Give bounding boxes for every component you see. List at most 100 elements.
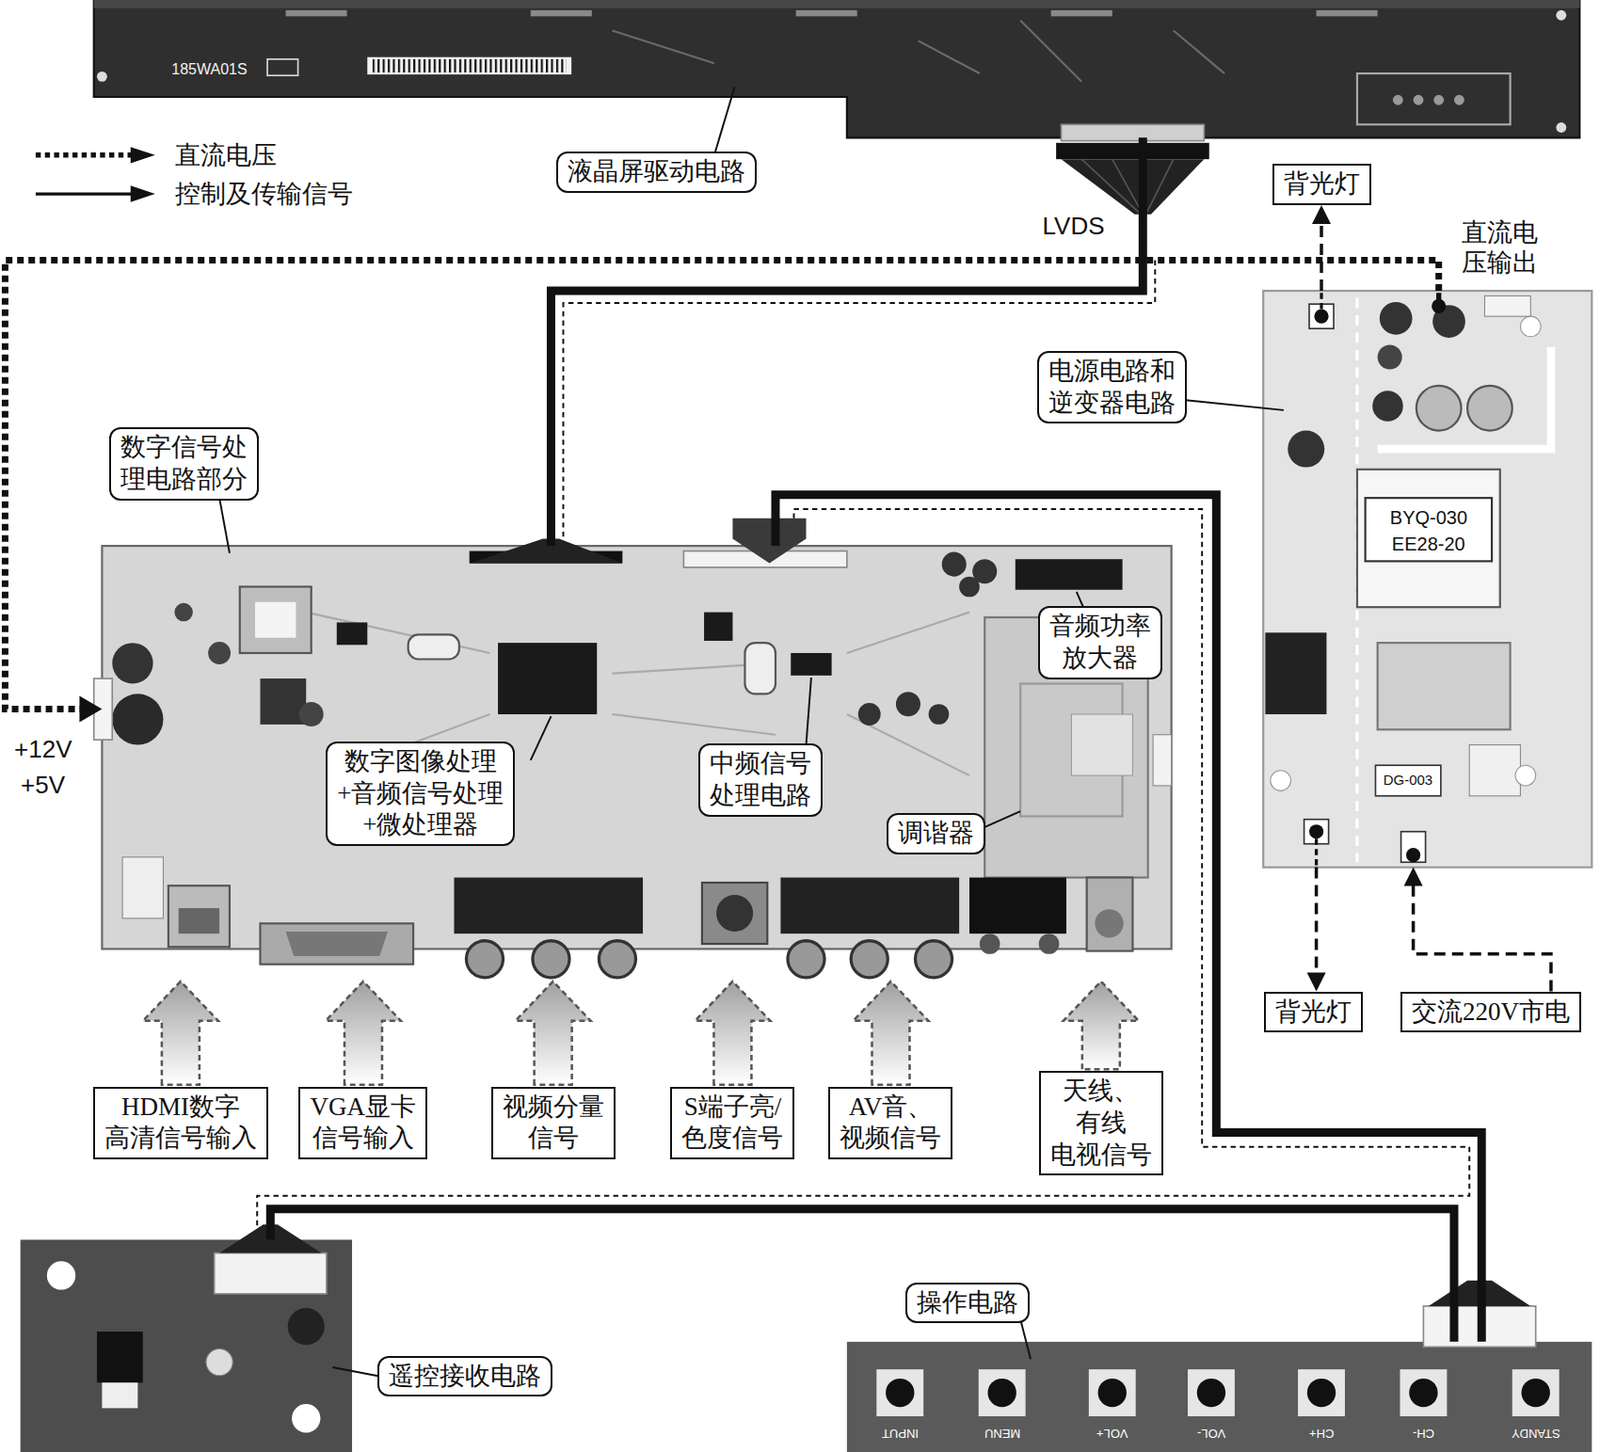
lcd-board-photo (1056, 143, 1210, 160)
callout-text: 电源电路和 逆变器电路 (1048, 355, 1176, 420)
lcd-board-photo (1433, 95, 1444, 106)
power-board-photo (1319, 292, 1323, 309)
button-label: INPUT (881, 1425, 919, 1441)
connector-line (1319, 222, 1324, 291)
lcd-driver-board: 液晶屏驱动电路 (94, 0, 1581, 138)
callout-box: 操作电路 (905, 1282, 1030, 1325)
edge-label: LVDS (1040, 211, 1107, 241)
leader-line (1184, 400, 1284, 411)
power-board-photo (1287, 431, 1325, 468)
leader-line (530, 716, 552, 761)
main-board-photo (979, 933, 1001, 955)
main-board-photo (1039, 933, 1060, 955)
keypad-board-photo (1512, 1369, 1560, 1417)
remote-board-photo (288, 1308, 325, 1345)
keypad-board-photo (876, 1369, 924, 1417)
button-label: CH- (1412, 1425, 1435, 1441)
box-text: AV音、 视频信号 (839, 1091, 942, 1156)
leader-line (714, 86, 736, 156)
connector (550, 137, 1143, 546)
leader-line (1020, 1319, 1031, 1360)
keypad-board-photo (1521, 1378, 1551, 1408)
main-board-photo (299, 702, 324, 727)
lcd-board-photo (1061, 124, 1205, 141)
keypad-board-photo (847, 1342, 1592, 1452)
arrowhead (1312, 205, 1331, 224)
callout-box: 中频信号 处理电路 (698, 743, 823, 817)
power-board-photo (1313, 309, 1328, 324)
power-board-photo (1377, 345, 1403, 370)
input-box: HDMI数字 高清信号输入 (93, 1087, 269, 1161)
callout-text: 液晶屏驱动电路 (567, 156, 746, 189)
button-label: VOL+ (1096, 1425, 1129, 1441)
lcd-board-photo (1413, 95, 1424, 106)
power-board-photo (1365, 497, 1492, 561)
main-board-photo (469, 539, 624, 564)
connector-line (775, 495, 1482, 1343)
main-board: 数字信号处 理电路部分音频功率 放大器数字图像处理 +音频信号处理+微处理器中频… (101, 545, 1171, 980)
callout-box: 音频功率 放大器 (1038, 606, 1163, 680)
box-text: HDMI数字 高清信号输入 (104, 1091, 257, 1156)
remote-board-photo (20, 1224, 352, 1452)
power-board-photo (1270, 770, 1292, 792)
power-board-photo (1520, 316, 1541, 337)
output-note: 直流电 压输出 (1461, 217, 1538, 279)
connector (270, 1209, 1455, 1343)
button-label: VOL- (1197, 1425, 1226, 1441)
lcd-board-photo (1061, 159, 1205, 215)
box-text: 数字图像处理 +音频信号处理+微处理器 (336, 746, 504, 842)
keypad-board-photo (1088, 1369, 1136, 1417)
power-board-photo (1375, 765, 1440, 797)
main-board-photo (208, 641, 231, 665)
lcd-board-photo (267, 59, 299, 76)
leader-line (806, 677, 812, 746)
lcd-board-photo (286, 10, 348, 17)
connector-line (1413, 884, 1552, 992)
main-board-photo (101, 545, 1171, 949)
power-board-photo (1436, 292, 1441, 302)
fat-arrow (852, 981, 928, 1086)
main-board-photo (465, 941, 503, 978)
connector (694, 981, 770, 1086)
main-board-photo (928, 704, 950, 725)
connector (1312, 205, 1331, 291)
power-board-photo (1263, 290, 1592, 868)
box-text: 交流220V市电 (1411, 996, 1570, 1029)
main-board-photo (168, 885, 230, 947)
main-board-photo (744, 642, 776, 694)
power-board-photo (1377, 347, 1552, 449)
callout-box: 数字信号处 理电路部分 (109, 427, 259, 501)
connector-line (270, 1209, 1455, 1343)
connector (325, 981, 401, 1086)
connector (515, 981, 592, 1086)
connector (775, 495, 1482, 1343)
remote-board-photo (47, 1261, 76, 1290)
main-board-photo (240, 586, 312, 653)
main-board-photo (1152, 735, 1172, 786)
leader-line (981, 811, 1021, 829)
keypad-board-photo (987, 1378, 1016, 1408)
box-text: 背光灯 (1283, 168, 1360, 201)
lcd-board-photo (94, 0, 1581, 215)
power-board-photo (1379, 302, 1413, 336)
transformer-marking: BYQ-030 (1390, 506, 1468, 529)
button-label: MENU (984, 1425, 1021, 1441)
lcd-board-photo (1454, 95, 1465, 106)
connector (143, 981, 219, 1086)
mains-input-box: 交流220V市电 (1400, 992, 1582, 1034)
main-board-photo (1094, 909, 1123, 938)
main-board-photo (915, 941, 953, 978)
legend-sample (35, 152, 133, 158)
box-text: S端子亮/ 色度信号 (681, 1091, 784, 1156)
leader-line (332, 1367, 381, 1377)
legend-text: 控制及传输信号 (175, 178, 353, 209)
arrowhead (1404, 867, 1424, 887)
main-board-photo (94, 518, 1172, 978)
power-board-photo (1467, 385, 1513, 432)
main-board-photo (790, 653, 832, 676)
leader-line (219, 86, 1284, 1377)
arrowhead (79, 696, 102, 723)
keypad-board-photo (1307, 1378, 1336, 1408)
main-board-photo (732, 518, 806, 564)
